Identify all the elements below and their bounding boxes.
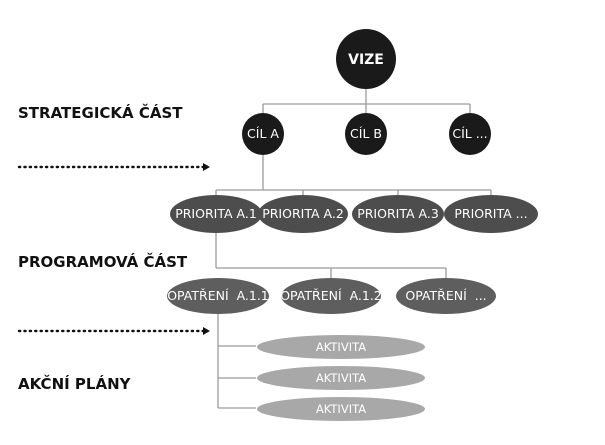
- section-label-programme: PROGRAMOVÁ ČÁST: [18, 252, 188, 271]
- connectors: [215, 86, 492, 409]
- measure-node-other: OPATŘENÍ ...: [396, 278, 496, 314]
- section-label-strategic: STRATEGICKÁ ČÁST: [18, 103, 183, 122]
- measure-node-a12: OPATŘENÍ A.1.2: [280, 278, 382, 314]
- measure-label: OPATŘENÍ ...: [405, 288, 486, 303]
- goal-label: CÍL A: [247, 126, 279, 141]
- measure-label: OPATŘENÍ A.1.2: [280, 288, 382, 303]
- measure-node-a11: OPATŘENÍ A.1.1: [167, 278, 269, 314]
- priority-label: PRIORITA ...: [454, 206, 527, 221]
- priority-node-a3: PRIORITA A.3: [352, 195, 444, 233]
- vision-label: VIZE: [348, 52, 384, 68]
- goal-label: CÍL B: [350, 126, 382, 141]
- vision-node: VIZE: [336, 29, 396, 89]
- activity-node-2: AKTIVITA: [257, 366, 425, 390]
- activity-label: AKTIVITA: [316, 402, 366, 416]
- activity-label: AKTIVITA: [316, 340, 366, 354]
- goal-node-other: CÍL ...: [449, 113, 491, 155]
- priority-label: PRIORITA A.2: [262, 206, 344, 221]
- activity-label: AKTIVITA: [316, 371, 366, 385]
- section-label-action: AKČNÍ PLÁNY: [18, 374, 132, 393]
- priority-node-a1: PRIORITA A.1: [170, 195, 262, 233]
- priority-node-other: PRIORITA ...: [444, 195, 538, 233]
- dotted-arrow-strategic: [17, 163, 210, 171]
- priority-label: PRIORITA A.1: [175, 206, 257, 221]
- goal-node-b: CÍL B: [345, 113, 387, 155]
- activity-node-1: AKTIVITA: [257, 335, 425, 359]
- measure-label: OPATŘENÍ A.1.1: [167, 288, 269, 303]
- activity-node-3: AKTIVITA: [257, 397, 425, 421]
- priority-label: PRIORITA A.3: [357, 206, 439, 221]
- goal-label: CÍL ...: [452, 126, 487, 141]
- priority-node-a2: PRIORITA A.2: [258, 195, 348, 233]
- dotted-arrow-programme: [17, 327, 210, 335]
- goal-node-a: CÍL A: [242, 113, 284, 155]
